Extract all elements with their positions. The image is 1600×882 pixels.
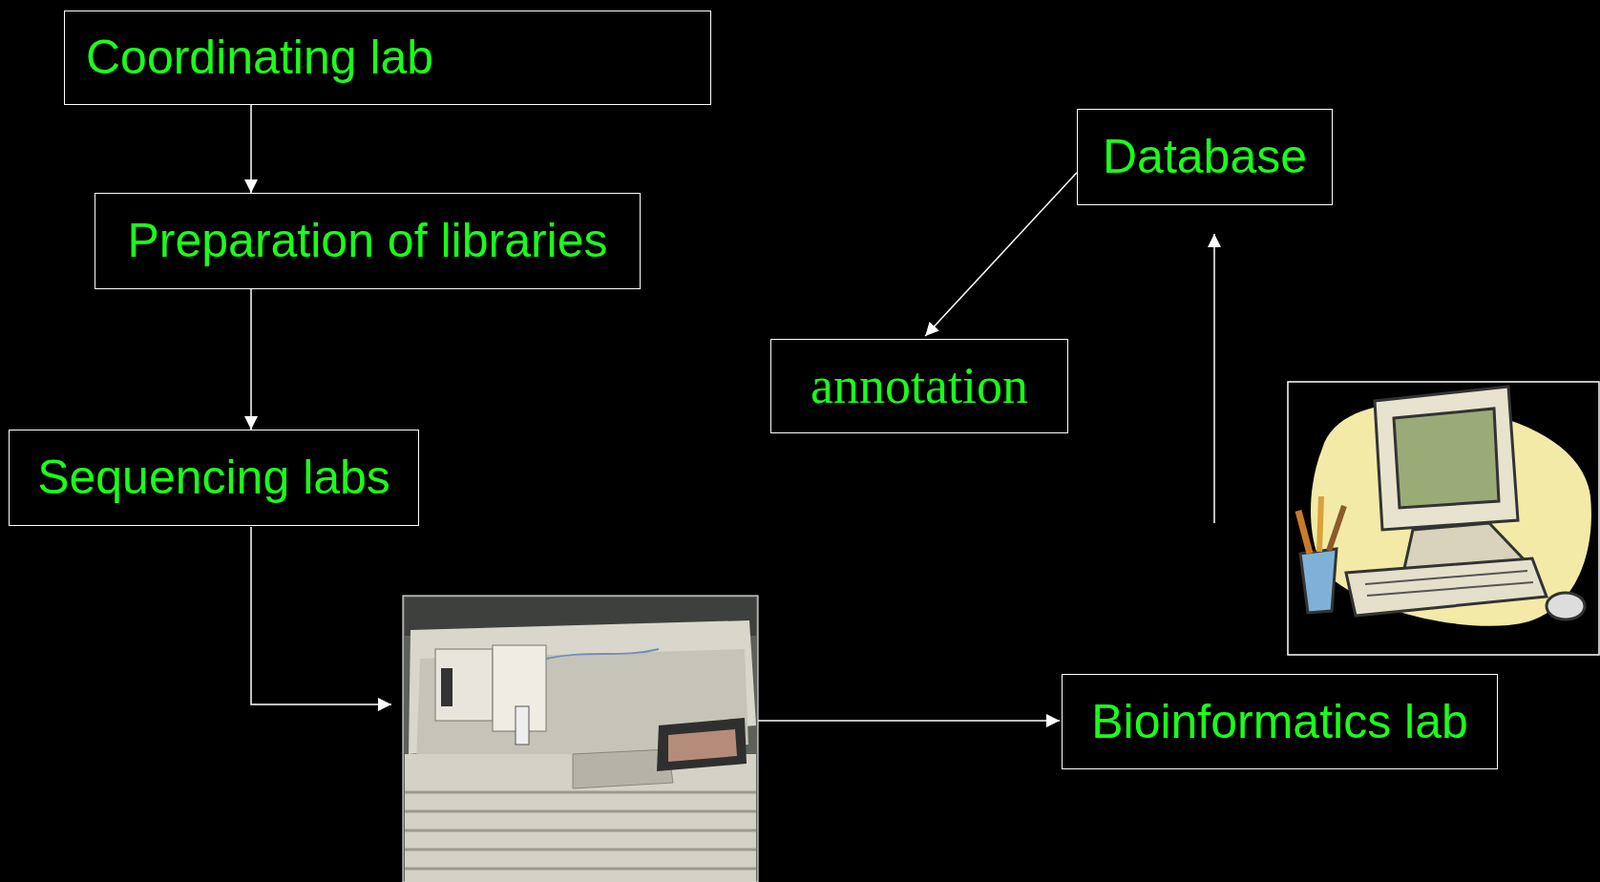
flow-arrow	[925, 172, 1077, 337]
coordinator-box: Coordinating lab	[63, 10, 712, 106]
flow-arrow	[250, 105, 253, 193]
node-label: annotation	[810, 357, 1029, 415]
process-box: Preparation of libraries	[94, 192, 641, 290]
process-box: Bioinformatics lab	[1061, 673, 1498, 770]
computer-clipart	[1287, 381, 1600, 655]
flow-arrow	[757, 719, 1060, 722]
node-label: Database	[1102, 130, 1307, 184]
process-box: Sequencing labs	[8, 429, 420, 527]
node-label: Coordinating lab	[85, 31, 434, 85]
node-label: Bioinformatics lab	[1091, 695, 1469, 749]
node-label: Sequencing labs	[37, 451, 391, 505]
flow-arrow	[1213, 233, 1216, 524]
process-box: annotation	[770, 338, 1069, 434]
node-label: Preparation of libraries	[126, 214, 608, 268]
database-box: Database	[1076, 108, 1333, 206]
sequencer-photo	[402, 595, 758, 882]
flow-arrow	[250, 289, 253, 430]
flow-arrow	[251, 526, 392, 705]
